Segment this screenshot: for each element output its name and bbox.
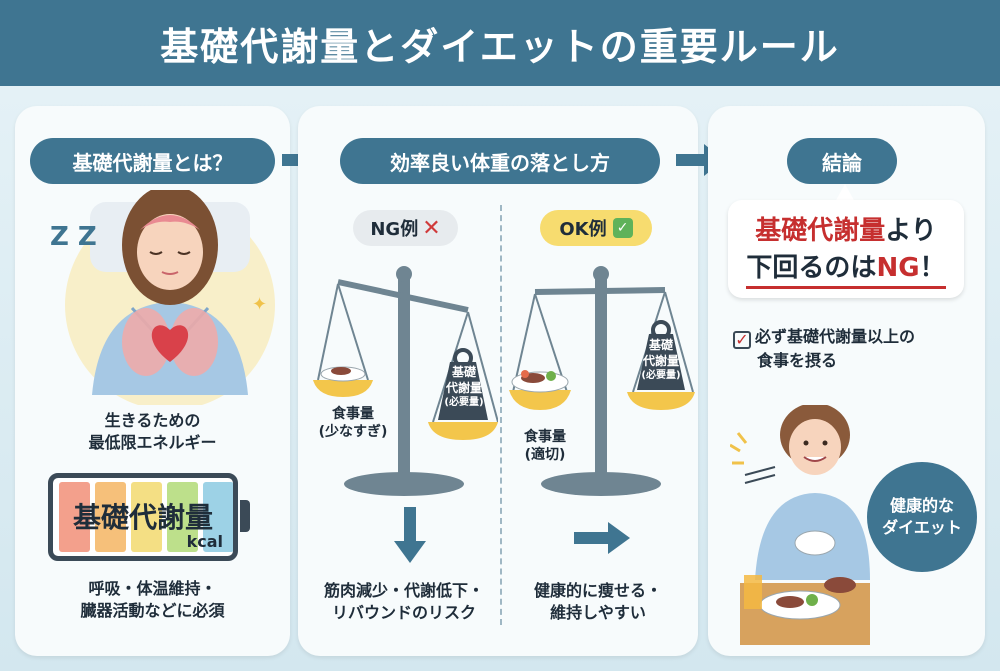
rule-line-1: 基礎代謝量より bbox=[755, 210, 937, 247]
functions-line-1: 呼吸・体温維持・ bbox=[88, 579, 217, 598]
caption-line-1: 生きるための bbox=[104, 411, 201, 430]
conclusion-bubble: 基礎代謝量より 下回るのはNG！ bbox=[728, 200, 964, 298]
ng-tag-label: NG例 bbox=[370, 219, 419, 240]
ok-result-line-1: 健康的に痩せる・ bbox=[533, 581, 662, 600]
check-line-2: 食事を摂る bbox=[757, 351, 838, 370]
battery-segment bbox=[131, 482, 162, 552]
bmr-functions: 呼吸・体温維持・ 臓器活動などに必須 bbox=[30, 578, 275, 621]
bubble-pointer bbox=[835, 184, 855, 202]
ok-food-label: 食事量 (適切) bbox=[505, 428, 585, 464]
battery-cap bbox=[240, 500, 250, 532]
ok-tag-label: OK例 bbox=[559, 219, 607, 240]
ok-tag: OK例 ✓ bbox=[540, 210, 652, 246]
battery-segment bbox=[167, 482, 198, 552]
rule-bmr-text: 基礎代謝量 bbox=[755, 215, 886, 246]
ok-result-line-2: 維持しやすい bbox=[550, 602, 646, 622]
ng-tag: NG例 ✕ bbox=[353, 210, 458, 246]
badge-line-2: ダイエット bbox=[882, 518, 962, 537]
divider bbox=[500, 205, 502, 625]
ng-food-label: 食事量 (少なすぎ) bbox=[308, 405, 398, 441]
ng-weight-line-1: 基礎 bbox=[451, 365, 476, 379]
badge-line-1: 健康的な bbox=[889, 495, 954, 515]
ng-weight-label: 基礎 代謝量 (必要量) bbox=[436, 365, 492, 409]
rule-than-text: より bbox=[885, 215, 937, 246]
heading-bmr: 基礎代謝量とは？ bbox=[30, 138, 275, 184]
healthy-diet-badge: 健康的な ダイエット bbox=[867, 462, 977, 572]
down-arrow-icon bbox=[394, 507, 426, 563]
bmr-caption: 生きるための 最低限エネルギー bbox=[30, 410, 275, 453]
rule-ng-text: NG bbox=[876, 252, 920, 283]
ok-scale-illustration bbox=[509, 266, 695, 496]
ng-result: 筋肉減少・代謝低下・ リバウンドのリスク bbox=[310, 580, 498, 623]
eating-woman-illustration bbox=[730, 405, 870, 645]
sleeping-woman-illustration: Z Z ✦ bbox=[50, 190, 275, 405]
functions-line-2: 臓器活動などに必須 bbox=[80, 600, 225, 620]
ng-weight-line-2: 代謝量 bbox=[445, 380, 482, 395]
sleep-z-icon: Z Z bbox=[50, 222, 97, 252]
rule-underline bbox=[746, 285, 946, 289]
battery-segment bbox=[203, 482, 233, 552]
ng-scale-illustration bbox=[313, 266, 498, 496]
title-banner: 基礎代謝量とダイエットの重要ルール bbox=[0, 0, 1000, 86]
ok-weight-line-1: 基礎 bbox=[648, 338, 673, 352]
ng-result-line-1: 筋肉減少・代謝低下・ bbox=[323, 581, 484, 600]
ok-weight-line-3: (必要量) bbox=[641, 370, 681, 382]
rule-below-text: 下回るのは bbox=[746, 252, 877, 283]
check-line-1: 必ず基礎代謝量以上の bbox=[755, 327, 916, 346]
ok-weight-label: 基礎 代謝量 (必要量) bbox=[633, 338, 689, 382]
page-title: 基礎代謝量とダイエットの重要ルール bbox=[160, 24, 840, 69]
caption-line-2: 最低限エネルギー bbox=[88, 432, 217, 452]
rule-exclaim-text: ！ bbox=[919, 252, 946, 283]
check-note: ✓必ず基礎代謝量以上の 食事を摂る bbox=[733, 325, 973, 373]
ok-result: 健康的に痩せる・ 維持しやすい bbox=[508, 580, 688, 623]
battery-icon: 基礎代謝量 kcal bbox=[48, 473, 238, 561]
ok-weight-line-2: 代謝量 bbox=[642, 353, 679, 368]
ng-weight-line-3: (必要量) bbox=[444, 397, 484, 409]
cross-icon: ✕ bbox=[422, 215, 441, 241]
ng-food-line-1: 食事量 bbox=[332, 406, 374, 422]
right-arrow-icon bbox=[574, 522, 630, 554]
battery-label: 基礎代謝量 bbox=[72, 501, 213, 534]
ng-food-line-2: (少なすぎ) bbox=[318, 424, 388, 441]
battery-unit: kcal bbox=[186, 532, 223, 551]
sparkle-icon: ✦ bbox=[252, 294, 267, 315]
check-icon: ✓ bbox=[612, 218, 633, 238]
battery-segment bbox=[95, 482, 126, 552]
ok-food-line-2: (適切) bbox=[524, 447, 566, 464]
heading-conclusion: 結論 bbox=[787, 138, 897, 184]
checkbox-icon: ✓ bbox=[733, 331, 751, 349]
rule-line-2: 下回るのはNG！ bbox=[746, 247, 945, 284]
ng-result-line-2: リバウンドのリスク bbox=[331, 602, 476, 622]
heading-method: 効率良い体重の落とし方 bbox=[340, 138, 660, 184]
ok-food-line-1: 食事量 bbox=[524, 429, 566, 445]
battery-segment bbox=[59, 482, 90, 552]
